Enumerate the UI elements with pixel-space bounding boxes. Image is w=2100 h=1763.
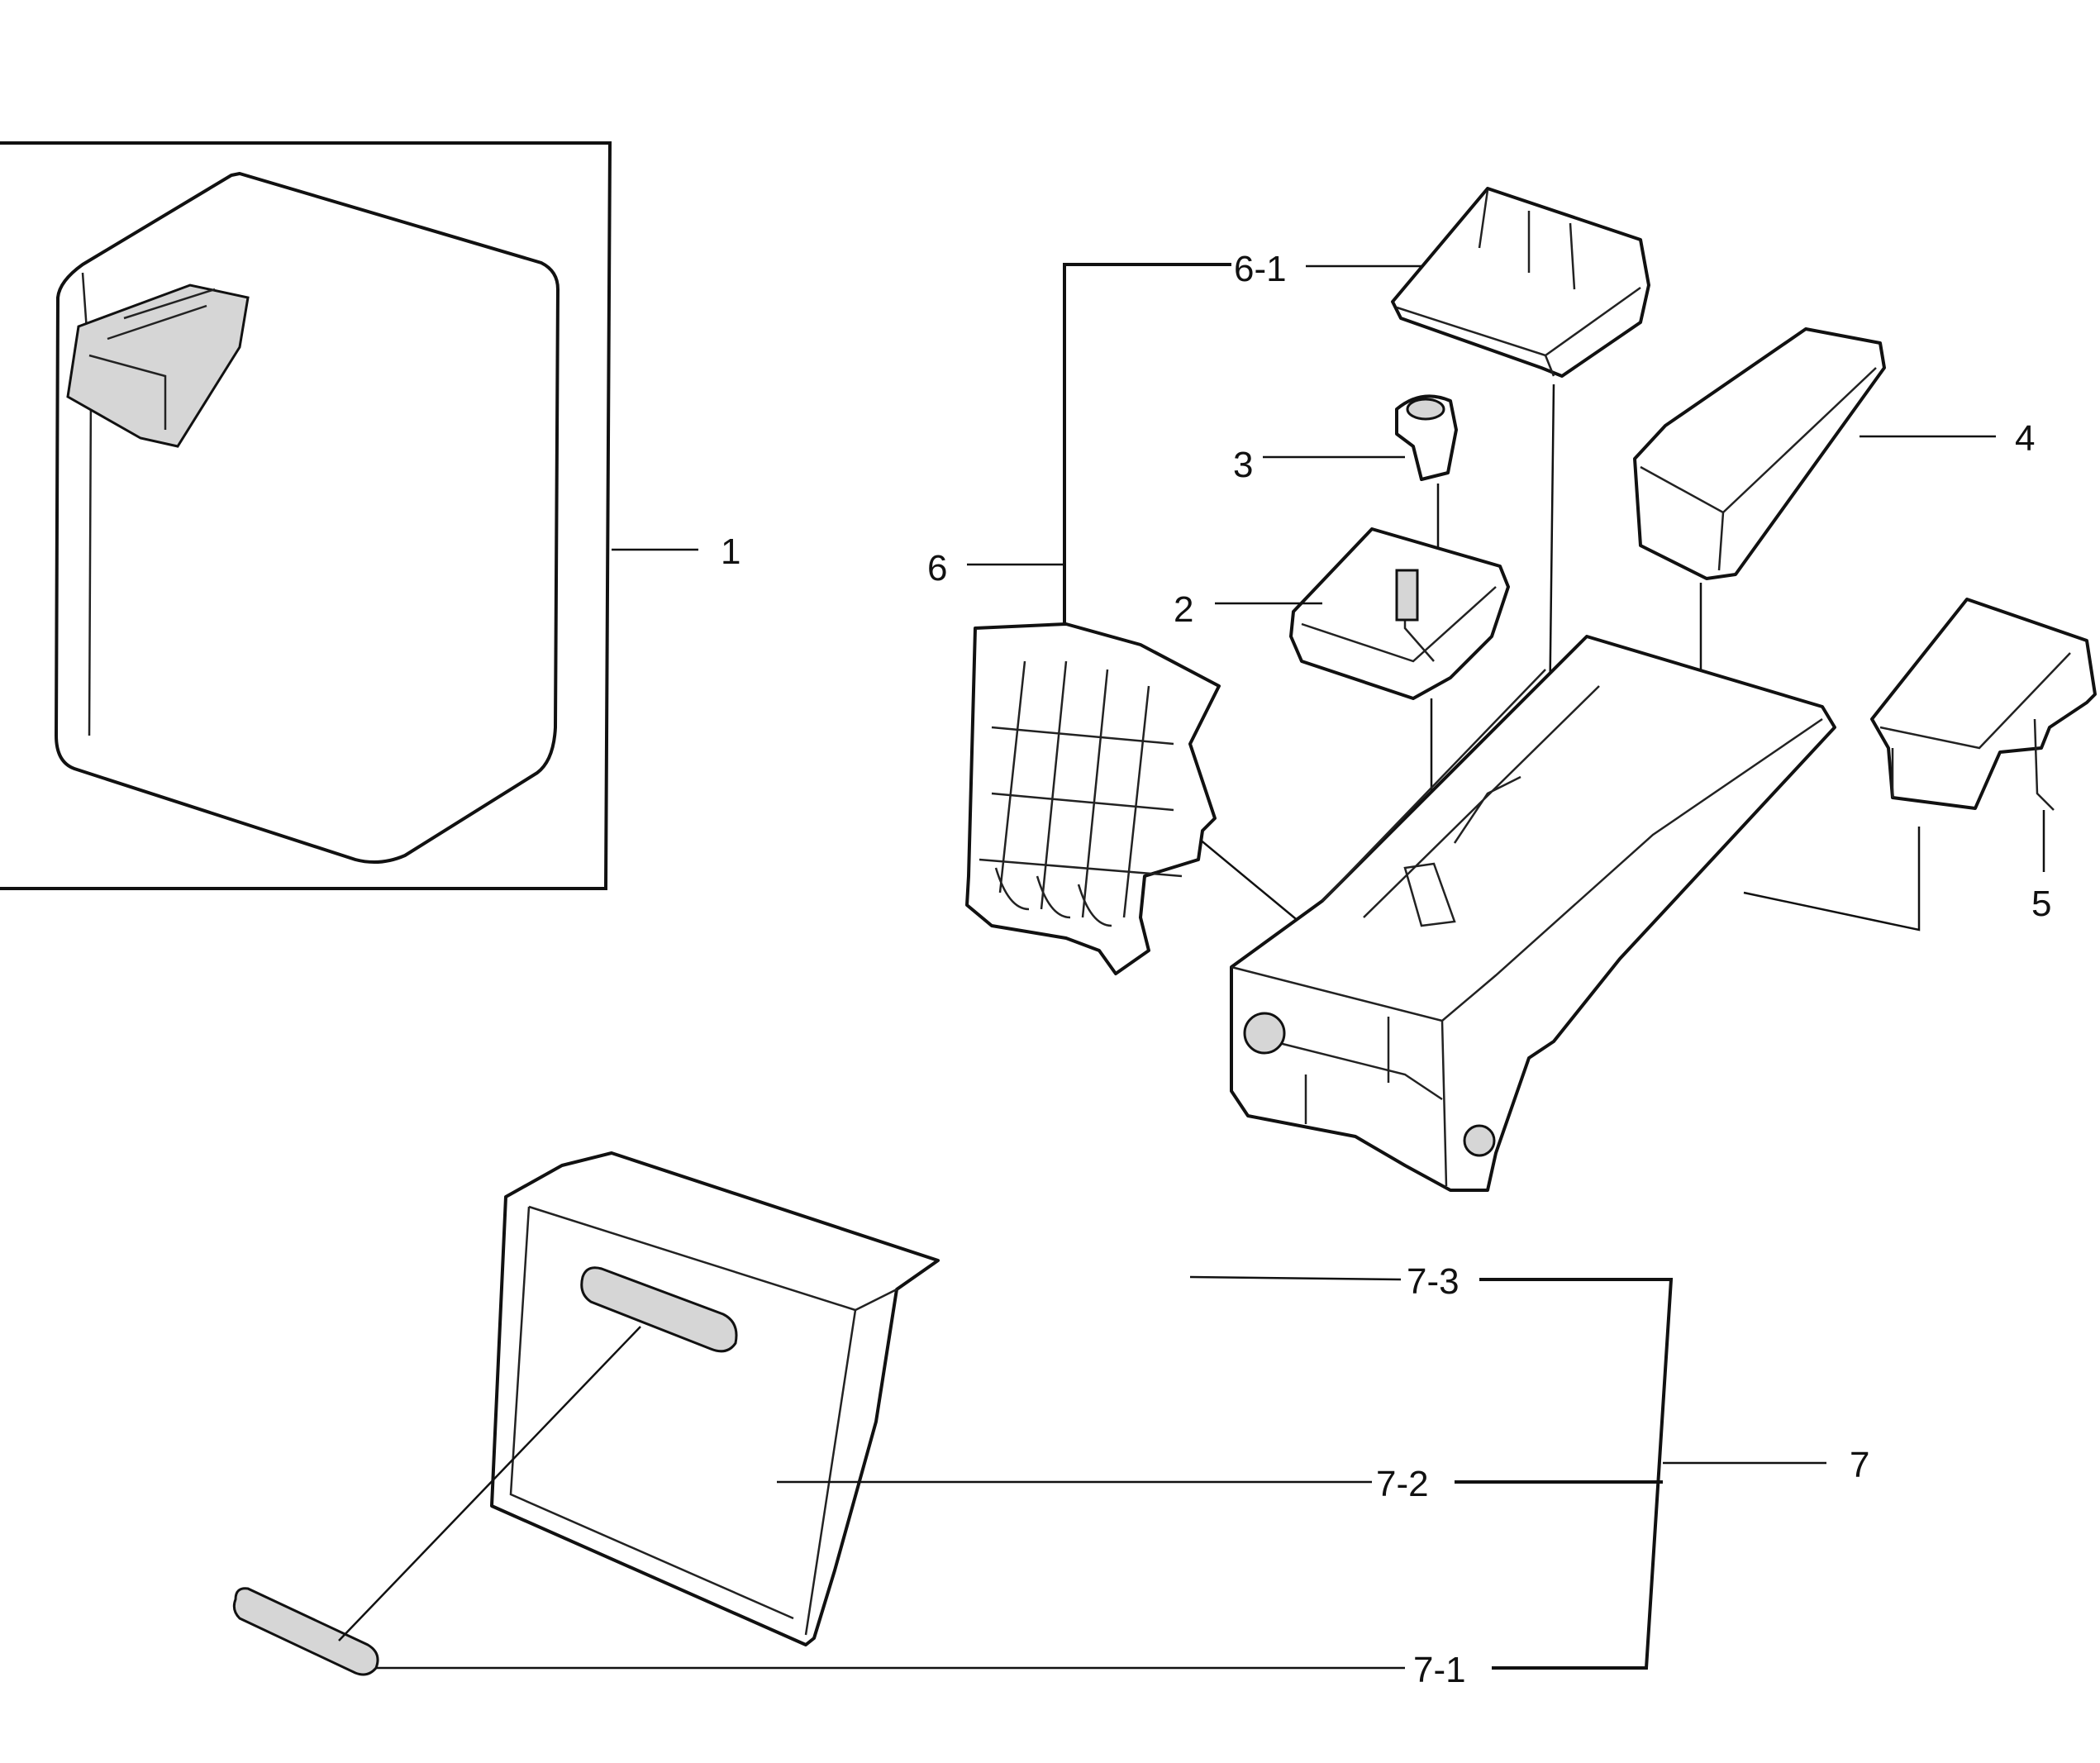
part-6-1-tray: [1391, 187, 1650, 378]
callout-7: 7: [1850, 1445, 1869, 1485]
part-1-dispenser-detail: [88, 288, 216, 430]
part-7-3-frame: [965, 622, 1221, 975]
part-5-tray: 5: [1743, 598, 2097, 932]
callout-7-3: 7-3: [1407, 1261, 1460, 1302]
callout-5: 5: [2031, 884, 2051, 924]
bracket-7: [1479, 1278, 1674, 1670]
part-1-body: [55, 172, 560, 865]
callout-7-2: 7-2: [1376, 1464, 1429, 1504]
part-5-drop-line: [1743, 827, 1921, 932]
part-7-2-door: [490, 1151, 940, 1646]
part-6-1-drop-line: [1548, 384, 1555, 720]
part-2-tray: 2: [1174, 527, 1510, 700]
part-7-3-leader: [1189, 1275, 1402, 1281]
callout-3: 3: [1233, 445, 1253, 485]
part-3-cap: 3: [1233, 394, 1458, 485]
callout-2: 2: [1174, 589, 1193, 630]
group-7-bracket: 7-3 7-2 7-1 7: [376, 1261, 1869, 1690]
callout-4: 4: [2015, 418, 2035, 459]
part-1-dispenser-handle: [66, 284, 250, 448]
callout-6: 6: [927, 548, 947, 588]
callout-1: 1: [721, 531, 740, 572]
part-6-2-leader: [1193, 834, 1315, 935]
callout-6-1: 6-1: [1234, 249, 1287, 289]
part-4-tray: 4: [1633, 327, 2035, 580]
part-1-drawer-assembly: 1: [0, 141, 740, 890]
part-7-1-drop-line: [338, 1326, 641, 1641]
part-6-2-housing: [1230, 635, 1836, 1192]
callout-7-1: 7-1: [1413, 1650, 1466, 1690]
part-7-2-handle-recess: [580, 1266, 738, 1353]
part-1-frame: [0, 141, 612, 890]
